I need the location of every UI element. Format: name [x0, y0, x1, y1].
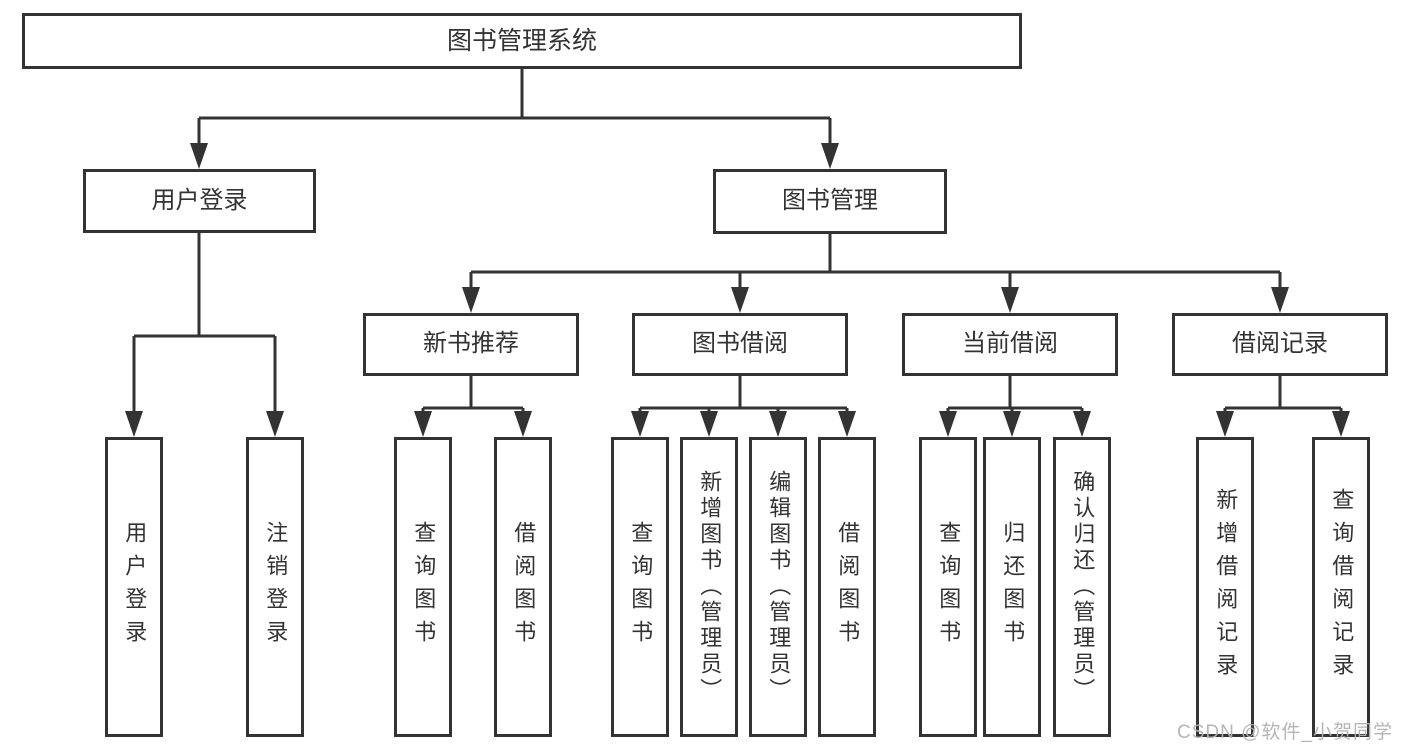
node-query-books-recommend-label: 查询图书 [411, 521, 437, 653]
node-login-user-label: 用户登录 [122, 521, 148, 653]
node-query-books-borrowing-label: 查询图书 [628, 521, 654, 653]
node-login-user: 用户登录 [105, 437, 163, 737]
node-logout: 注销登录 [246, 437, 304, 737]
node-borrow-books-borrowing: 借阅图书 [818, 437, 876, 737]
node-new-book-recommendation: 新书推荐 [363, 313, 579, 376]
node-logout-label: 注销登录 [263, 521, 289, 653]
node-borrow-books-recommend-label: 借阅图书 [511, 521, 537, 653]
node-add-book-admin: 新增图书（管理员） [680, 437, 738, 737]
node-query-books-current-label: 查询图书 [936, 521, 962, 653]
node-return-books: 归还图书 [983, 437, 1041, 737]
node-query-borrow-record-label: 查询借阅记录 [1329, 488, 1355, 686]
node-edit-book-admin-label: 编辑图书（管理员） [766, 470, 792, 704]
node-query-books-current: 查询图书 [919, 437, 977, 737]
node-add-borrow-record: 新增借阅记录 [1196, 437, 1254, 737]
watermark: CSDN @软件_小贺同学 [1177, 722, 1393, 743]
node-query-borrow-record: 查询借阅记录 [1312, 437, 1370, 737]
node-confirm-return-admin-label: 确认归还（管理员） [1070, 470, 1096, 704]
node-borrow-books-recommend: 借阅图书 [494, 437, 552, 737]
node-book-borrowing: 图书借阅 [632, 313, 848, 376]
node-confirm-return-admin: 确认归还（管理员） [1053, 437, 1111, 737]
node-borrow-books-borrowing-label: 借阅图书 [835, 521, 861, 653]
node-query-books-recommend: 查询图书 [394, 437, 452, 737]
node-return-books-label: 归还图书 [1000, 521, 1026, 653]
node-user-login: 用户登录 [83, 169, 316, 233]
node-add-borrow-record-label: 新增借阅记录 [1213, 488, 1239, 686]
node-current-borrowing: 当前借阅 [902, 313, 1118, 376]
node-add-book-admin-label: 新增图书（管理员） [697, 470, 723, 704]
node-borrowing-records: 借阅记录 [1172, 313, 1388, 376]
node-book-management: 图书管理 [713, 169, 947, 234]
node-system-root: 图书管理系统 [22, 13, 1022, 69]
node-query-books-borrowing: 查询图书 [611, 437, 669, 737]
node-edit-book-admin: 编辑图书（管理员） [749, 437, 807, 737]
